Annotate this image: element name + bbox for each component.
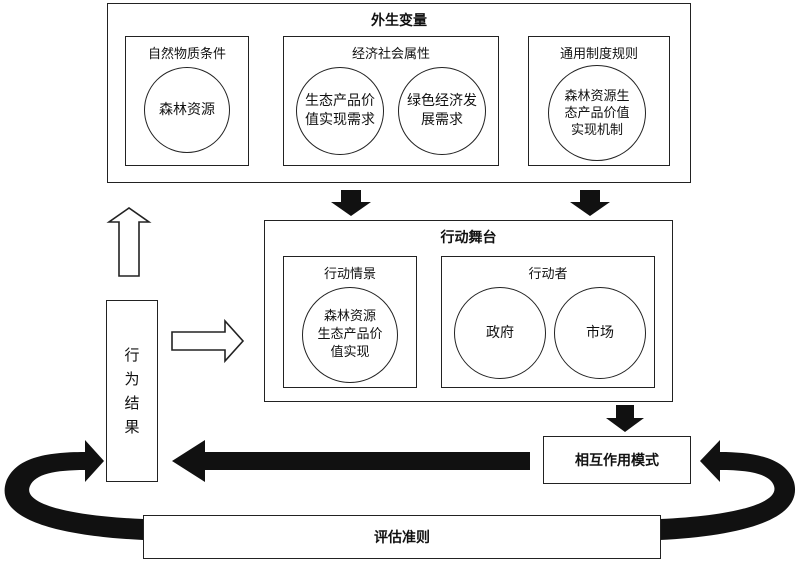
hollow-up-arrow xyxy=(106,207,152,277)
value-realization-mechanism-circle: 森林资源生 态产品价值 实现机制 xyxy=(548,65,646,161)
outcomes-label: 行 为 结 果 xyxy=(124,346,140,436)
green-economy-demand-circle: 绿色经济发 展需求 xyxy=(398,67,486,155)
value-realization-mechanism-label: 森林资源生 态产品价值 实现机制 xyxy=(564,88,630,138)
interaction-patterns-label: 相互作用模式 xyxy=(575,453,659,469)
government-circle: 政府 xyxy=(454,287,546,379)
institutional-rules-title: 通用制度规则 xyxy=(559,47,638,62)
socioeconomic-attributes-title: 经济社会属性 xyxy=(351,47,430,62)
forest-resources-label: 森林资源 xyxy=(159,101,215,118)
action-arena-title: 行动舞台 xyxy=(440,230,497,246)
down-arrow-interaction xyxy=(606,405,644,432)
big-left-arrow xyxy=(172,440,530,482)
value-realization-demand-circle: 生态产品价 值实现需求 xyxy=(296,67,384,155)
action-situation-box: 行动情景 森林资源 生态产品价 值实现 xyxy=(283,256,417,388)
down-arrow-right xyxy=(570,190,610,216)
forest-resources-circle: 森林资源 xyxy=(144,67,230,153)
action-arena-box: 行动舞台 行动情景 森林资源 生态产品价 值实现 行动者 政府 市场 xyxy=(264,220,673,402)
government-label: 政府 xyxy=(486,324,514,341)
actors-box: 行动者 政府 市场 xyxy=(441,256,655,388)
evaluation-criteria-box: 评估准则 xyxy=(143,515,661,559)
physical-conditions-box: 自然物质条件 森林资源 xyxy=(125,36,249,166)
action-situation-circle: 森林资源 生态产品价 值实现 xyxy=(302,287,398,383)
actors-title: 行动者 xyxy=(528,267,568,282)
market-circle: 市场 xyxy=(554,287,646,379)
outcomes-box: 行 为 结 果 xyxy=(106,300,158,482)
physical-conditions-title: 自然物质条件 xyxy=(147,47,226,62)
hollow-right-arrow xyxy=(171,318,245,364)
down-arrow-left xyxy=(331,190,371,216)
interaction-patterns-box: 相互作用模式 xyxy=(543,436,691,484)
exogenous-variables-title: 外生变量 xyxy=(371,13,427,29)
institutional-rules-box: 通用制度规则 森林资源生 态产品价值 实现机制 xyxy=(528,36,670,166)
socioeconomic-attributes-box: 经济社会属性 生态产品价 值实现需求 绿色经济发 展需求 xyxy=(283,36,499,166)
evaluation-criteria-label: 评估准则 xyxy=(374,530,430,546)
left-loop-arrow xyxy=(4,440,143,540)
exogenous-variables-box: 外生变量 自然物质条件 森林资源 经济社会属性 生态产品价 值实现需求 绿色经济… xyxy=(107,3,691,183)
value-realization-demand-label: 生态产品价 值实现需求 xyxy=(305,93,375,128)
action-situation-title: 行动情景 xyxy=(323,267,376,282)
market-label: 市场 xyxy=(586,324,614,341)
green-economy-demand-label: 绿色经济发 展需求 xyxy=(407,93,477,128)
right-loop-arrow xyxy=(660,440,796,540)
action-situation-label: 森林资源 生态产品价 值实现 xyxy=(317,309,383,360)
